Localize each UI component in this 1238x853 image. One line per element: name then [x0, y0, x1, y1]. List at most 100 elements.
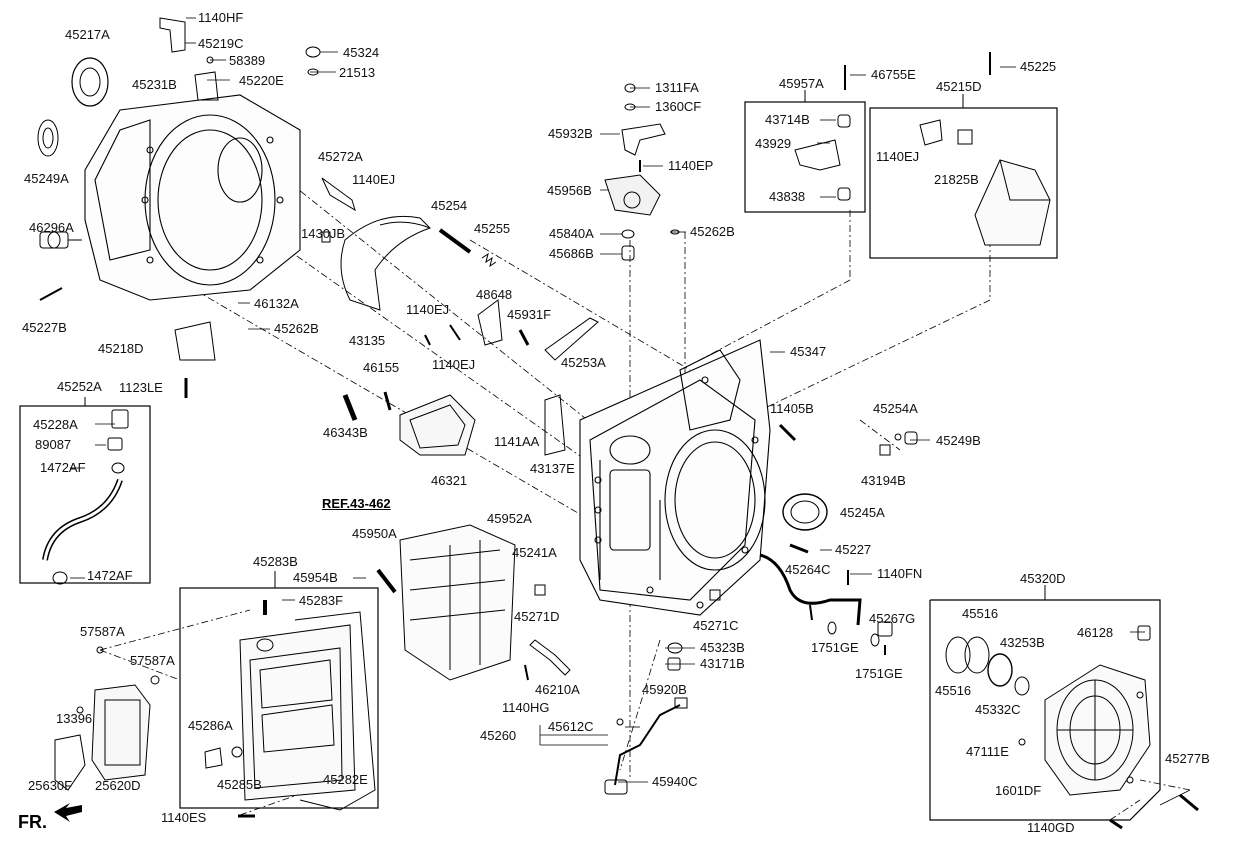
gasket-45282e [294, 611, 376, 811]
part-label: 45271D [514, 609, 560, 624]
part-label: 45940C [652, 774, 698, 789]
box-45252a-group [19, 405, 151, 584]
part-label: 1140EJ [432, 357, 476, 372]
part-label: 45277B [1165, 751, 1210, 766]
part-label: 45249B [936, 433, 981, 448]
converter-housing-45231b [84, 94, 301, 301]
lever-45932b [621, 123, 666, 156]
part-label: 1472AF [40, 460, 86, 475]
part-label: 45267G [869, 611, 916, 626]
part-label: 45931F [507, 307, 552, 322]
part-label: 45283F [299, 593, 344, 608]
part-label: 43194B [861, 473, 906, 488]
part-label: 45228A [33, 417, 78, 432]
part-label: 45516 [962, 606, 999, 621]
lever-48648 [477, 299, 503, 346]
part-label: 1751GE [811, 640, 859, 655]
part-label: 43171B [700, 656, 745, 671]
part-label: 1140EJ [876, 149, 920, 164]
front-direction-label: FR. [18, 812, 47, 832]
part-label: 43929 [755, 136, 792, 151]
side-cover-45320d [1044, 664, 1151, 796]
part-label: 45220E [239, 73, 284, 88]
part-label: 45241A [512, 545, 557, 560]
shaft-45254 [438, 228, 472, 254]
part-label: 45957A [779, 76, 824, 91]
part-label: 43137E [530, 461, 575, 476]
part-label: 45283B [253, 554, 298, 569]
part-label: 45320D [1020, 571, 1066, 586]
part-label: 45332C [975, 702, 1021, 717]
bracket-45220e [194, 71, 219, 101]
part-label: 45282E [323, 772, 368, 787]
part-label: 46755E [871, 67, 916, 82]
part-label: 1140GD [1027, 820, 1075, 835]
oil-cooler-25620d [91, 684, 151, 781]
part-label: 43714B [765, 112, 810, 127]
part-label: 45227 [835, 542, 872, 557]
oil-pan-45282e [239, 624, 356, 801]
part-label: 1140FN [877, 566, 923, 581]
spring-45255 [481, 252, 497, 268]
part-label: 45516 [935, 683, 972, 698]
part-label: 1751GE [855, 666, 903, 681]
part-label: 46210A [535, 682, 580, 697]
valve-body-45950a [399, 524, 516, 681]
part-label: 45264C [785, 562, 831, 577]
part-label: 48648 [476, 287, 513, 302]
part-label: 57587A [80, 624, 125, 639]
inhibitor-switch-45956b [604, 174, 661, 216]
bracket-43929 [794, 139, 841, 171]
part-label: 45840A [549, 226, 594, 241]
lever-45253a [544, 317, 599, 361]
part-label: 45260 [480, 728, 517, 743]
part-label: 57587A [130, 653, 175, 668]
part-label: 45323B [700, 640, 745, 655]
part-label: 11405B [770, 401, 814, 416]
part-label: 46155 [363, 360, 400, 375]
part-label: 45956B [547, 183, 592, 198]
part-label: 46321 [431, 473, 468, 488]
part-label: 43135 [349, 333, 386, 348]
pipe-45264c [759, 553, 862, 626]
part-label: 1311FA [655, 80, 699, 95]
box-45320d-group [929, 599, 1161, 821]
part-label: 1140EJ [352, 172, 396, 187]
part-label: 1472AF [87, 568, 133, 583]
part-label: 45254 [431, 198, 468, 213]
part-label: 21825B [934, 172, 979, 187]
part-label: 45215D [936, 79, 982, 94]
part-label: 1140EJ [406, 302, 450, 317]
part-label: 45612C [548, 719, 594, 734]
part-label: 45252A [57, 379, 102, 394]
part-label: 43838 [769, 189, 806, 204]
part-label: 45218D [98, 341, 144, 356]
transmission-case-45241a [579, 339, 771, 616]
fitting-25630f [54, 734, 86, 791]
part-label: 45950A [352, 526, 397, 541]
reference-label: REF.43-462 [322, 496, 391, 511]
part-label: 45253A [561, 355, 606, 370]
sensor-46296a [39, 231, 82, 249]
part-label: 45231B [132, 77, 177, 92]
seal-45249a [37, 119, 59, 157]
part-label: 45347 [790, 344, 827, 359]
part-label: 1360CF [655, 99, 702, 114]
part-label: 46128 [1077, 625, 1114, 640]
part-label: 46343B [323, 425, 368, 440]
part-label: 1140HF [198, 10, 244, 25]
part-label: 46132A [254, 296, 299, 311]
part-label: 45324 [343, 45, 380, 60]
oil-filter-46321 [399, 394, 476, 456]
part-label: 45245A [840, 505, 885, 520]
part-label: 45271C [693, 618, 739, 633]
part-label: 45952A [487, 511, 532, 526]
part-label: 45954B [293, 570, 338, 585]
part-label: 89087 [35, 437, 72, 452]
part-label: 47111E [966, 744, 1009, 759]
part-label: 1140ES [161, 810, 207, 825]
bracket-45219c [159, 17, 186, 53]
part-label: 43253B [1000, 635, 1045, 650]
part-label: 25630F [28, 778, 73, 793]
